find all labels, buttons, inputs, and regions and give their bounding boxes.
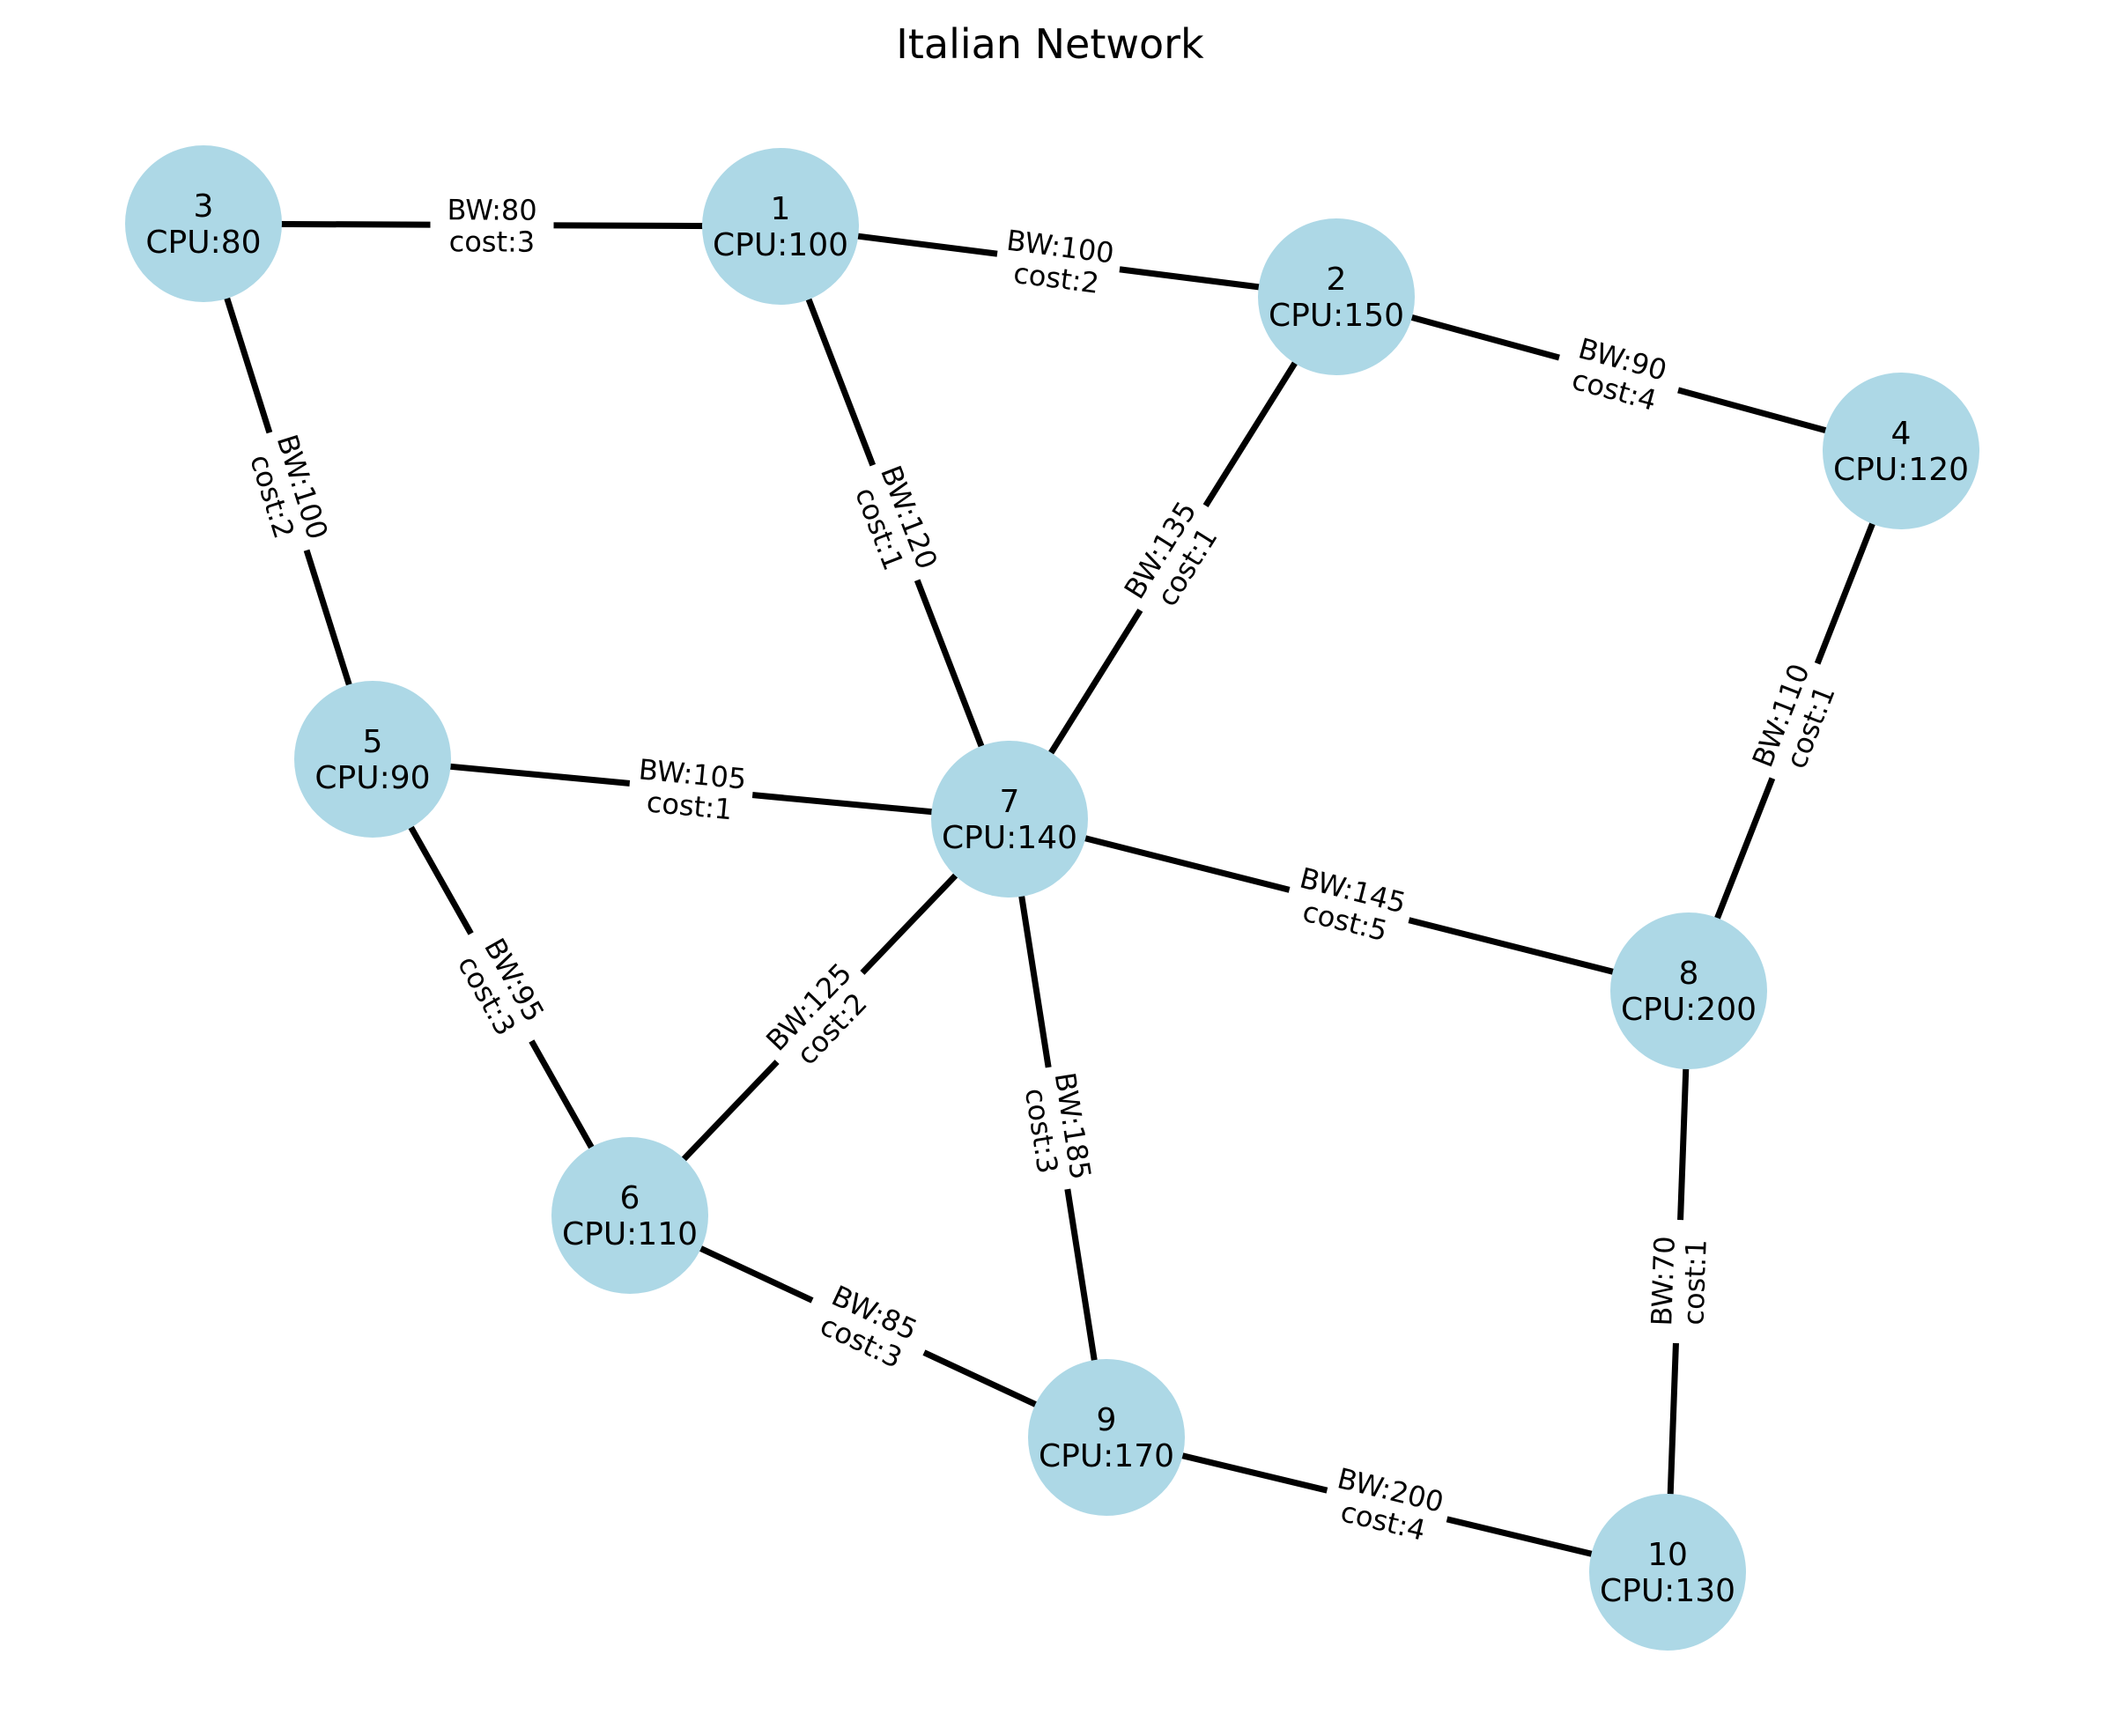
- node-circle: [1610, 912, 1767, 1069]
- node-circle: [1823, 373, 1979, 529]
- nodes-layer: 1CPU:1002CPU:1503CPU:804CPU:1205CPU:906C…: [125, 145, 1979, 1651]
- edge-cost-label: cost:1: [1676, 1238, 1713, 1326]
- node-id-label: 1: [771, 191, 791, 227]
- node-cpu-label: CPU:80: [145, 225, 261, 261]
- edge-label-background: [752, 949, 887, 1085]
- node-cpu-label: CPU:100: [713, 227, 848, 263]
- node-circle: [294, 681, 451, 838]
- edge-bw-label: BW:80: [447, 193, 536, 226]
- node-id-label: 3: [194, 188, 214, 225]
- node-circle: [702, 148, 859, 305]
- edge-label-background: [441, 917, 561, 1058]
- edge-label-background: [626, 750, 756, 829]
- edge-label-background: [430, 191, 554, 259]
- edge-label-background: [1319, 1458, 1455, 1552]
- edge-label-background: [1741, 651, 1849, 791]
- node-cpu-label: CPU:140: [942, 820, 1077, 856]
- node-circle: [125, 145, 282, 302]
- node-cpu-label: CPU:200: [1621, 992, 1757, 1028]
- edge-label-background: [841, 453, 949, 593]
- node-id-label: 4: [1891, 416, 1912, 452]
- node-cpu-label: CPU:150: [1269, 298, 1404, 334]
- diagram-title: Italian Network: [896, 20, 1204, 68]
- edge-label-background: [237, 422, 339, 561]
- node-cpu-label: CPU:130: [1600, 1573, 1735, 1609]
- node-id-label: 6: [620, 1180, 640, 1216]
- edge-cost-label: cost:1: [645, 785, 734, 826]
- edge-label-background: [1642, 1218, 1714, 1345]
- edge-label-background: [1281, 857, 1417, 953]
- node-cpu-label: CPU:110: [562, 1216, 698, 1252]
- node-id-label: 7: [1000, 784, 1020, 820]
- node-id-label: 8: [1679, 956, 1699, 992]
- node-cpu-label: CPU:170: [1039, 1438, 1174, 1474]
- node-circle: [1258, 218, 1415, 375]
- node-circle: [1028, 1359, 1185, 1516]
- edge-label-background: [993, 220, 1124, 303]
- node-circle: [1589, 1494, 1746, 1651]
- node-id-label: 2: [1327, 262, 1347, 298]
- node-cpu-label: CPU:90: [314, 760, 430, 796]
- node-id-label: 9: [1097, 1402, 1117, 1438]
- node-cpu-label: CPU:120: [1833, 452, 1969, 488]
- edge-label-background: [1112, 488, 1234, 628]
- edge-label-background: [1015, 1061, 1101, 1195]
- node-circle: [931, 741, 1088, 898]
- node-circle: [551, 1137, 708, 1294]
- node-id-label: 5: [363, 724, 383, 760]
- edge-cost-label: cost:3: [449, 225, 536, 258]
- node-id-label: 10: [1647, 1537, 1688, 1573]
- edge-bw-label: BW:70: [1645, 1236, 1682, 1326]
- edge-label-background: [798, 1269, 938, 1384]
- edge-label-background: [1550, 325, 1688, 423]
